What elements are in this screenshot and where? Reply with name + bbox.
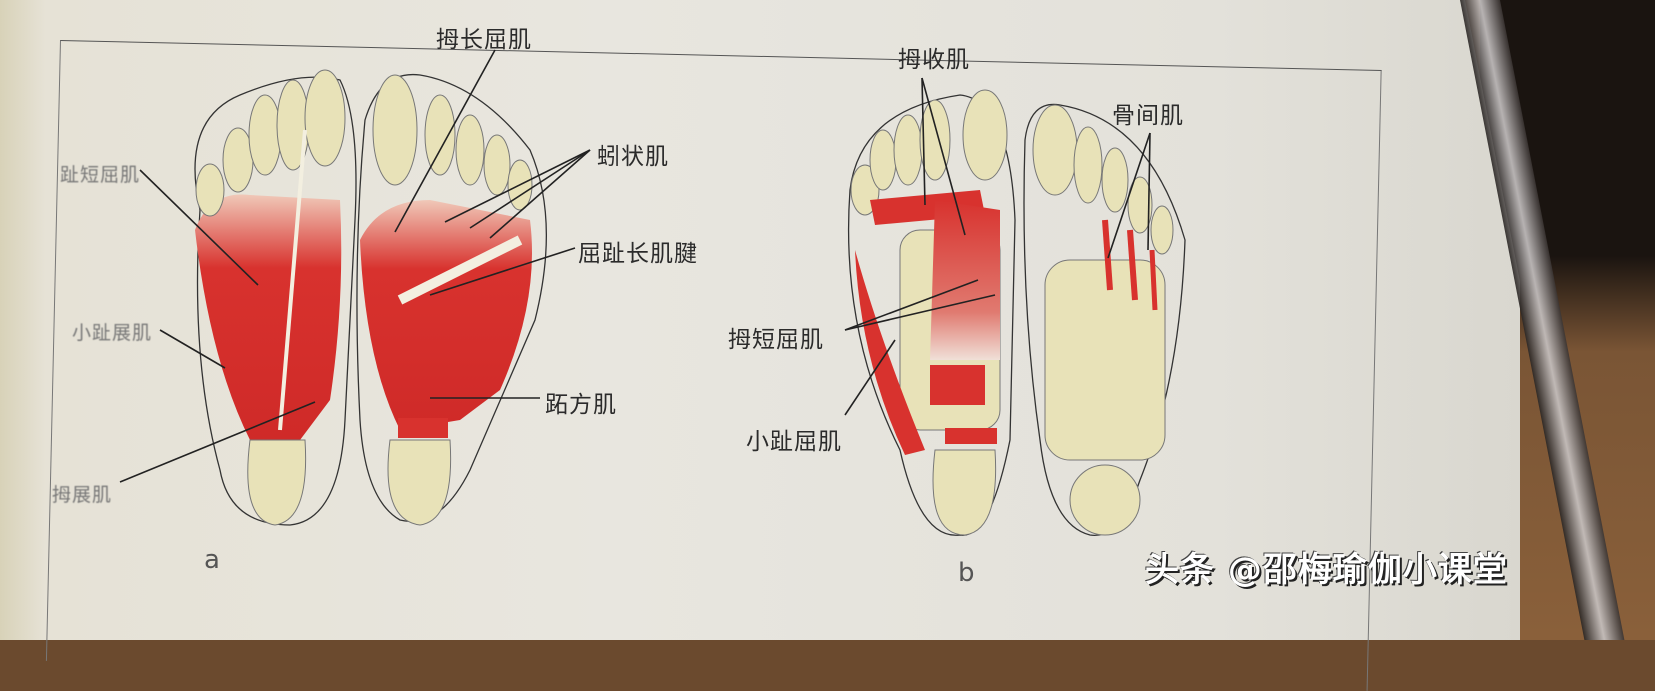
panel-letter-a: a [204,545,220,575]
label-lumbricals: 蚓状肌 [597,144,669,170]
label-abductor-hallucis: 拇展肌 [52,484,113,506]
label-flexor-digitorum-brevis: 趾短屈肌 [60,164,141,186]
foot-b-left [847,89,1016,536]
label-flexor-digiti-minimi: 小趾屈肌 [746,429,842,455]
foot-b-right [1023,103,1186,536]
leader-lines [119,49,1151,483]
watermark: 头条 @邵梅瑜伽小课堂 [1145,550,1508,590]
foot-a-right [356,73,547,526]
label-flexor-digitorum-longus-tendon: 屈趾长肌腱 [578,241,698,267]
foot-anatomy-illustration [119,49,1186,536]
label-interossei: 骨间肌 [1112,103,1184,129]
foot-a-left [194,69,357,526]
label-abductor-digiti-minimi: 小趾展肌 [72,322,153,344]
label-flexor-hallucis-brevis: 拇短屈肌 [728,327,824,353]
label-flexor-hallucis-longus: 拇长屈肌 [436,27,532,53]
label-quadratus-plantae: 跖方肌 [545,392,617,418]
panel-letter-b: b [958,558,975,588]
label-adductor-hallucis: 拇收肌 [898,47,970,73]
